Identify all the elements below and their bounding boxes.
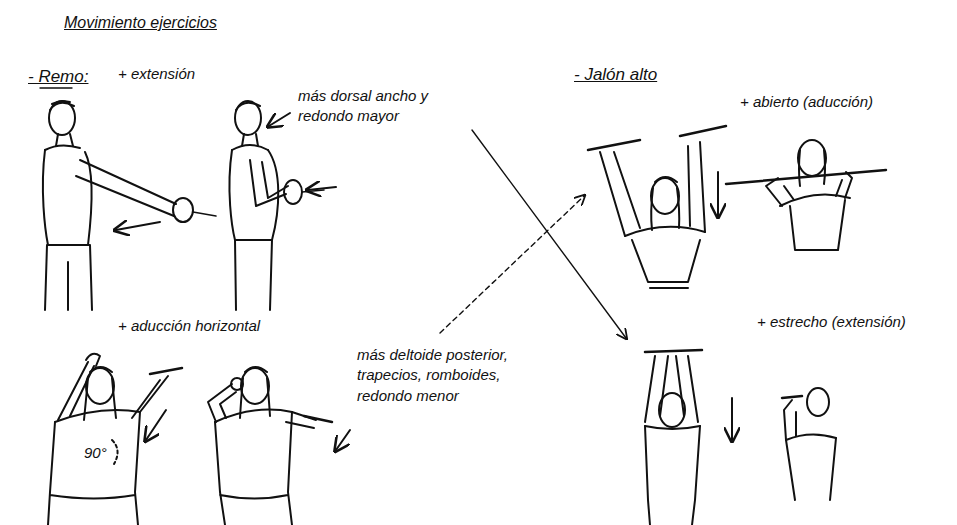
label-holder: más dorsal ancho y redondo mayor bbox=[298, 86, 438, 127]
label-holder: + extensión bbox=[118, 64, 195, 84]
label-holder: + estrecho (extensión) bbox=[757, 312, 906, 332]
rowing-figure bbox=[229, 101, 336, 310]
pulldown-figure bbox=[726, 140, 886, 250]
movement-note: + extensión bbox=[118, 64, 195, 84]
section-heading: - Remo: bbox=[28, 66, 88, 89]
pulldown-figure bbox=[782, 388, 836, 500]
muscle-note: más dorsal ancho y redondo mayor bbox=[298, 86, 438, 127]
label-holder: + aducción horizontal bbox=[118, 316, 260, 336]
pulldown-figure bbox=[588, 126, 726, 288]
label-holder: más deltoide posterior, trapecios, rombo… bbox=[357, 345, 537, 406]
movement-note: + aducción horizontal bbox=[118, 316, 260, 336]
page-title: Movimiento ejercicios bbox=[64, 12, 217, 34]
angle-label: 90° bbox=[84, 443, 107, 463]
section-heading: - Jalón alto bbox=[574, 64, 657, 87]
movement-note: + abierto (aducción) bbox=[740, 92, 873, 112]
movement-note: + estrecho (extensión) bbox=[757, 312, 906, 332]
label-holder: - Remo: bbox=[28, 66, 88, 89]
label-holder: - Jalón alto bbox=[574, 64, 657, 87]
label-holder: 90° bbox=[84, 443, 107, 463]
underline bbox=[40, 87, 72, 88]
pulldown-figure bbox=[645, 350, 732, 525]
rowing-figure bbox=[43, 101, 216, 310]
rowing-figure bbox=[48, 354, 182, 525]
label-holder: + abierto (aducción) bbox=[740, 92, 873, 112]
rowing-figure bbox=[208, 367, 350, 525]
muscle-note: más deltoide posterior, trapecios, rombo… bbox=[357, 345, 537, 406]
title-holder: Movimiento ejercicios bbox=[64, 12, 217, 34]
reference-arrow bbox=[472, 130, 626, 338]
reference-arrow bbox=[440, 196, 584, 333]
